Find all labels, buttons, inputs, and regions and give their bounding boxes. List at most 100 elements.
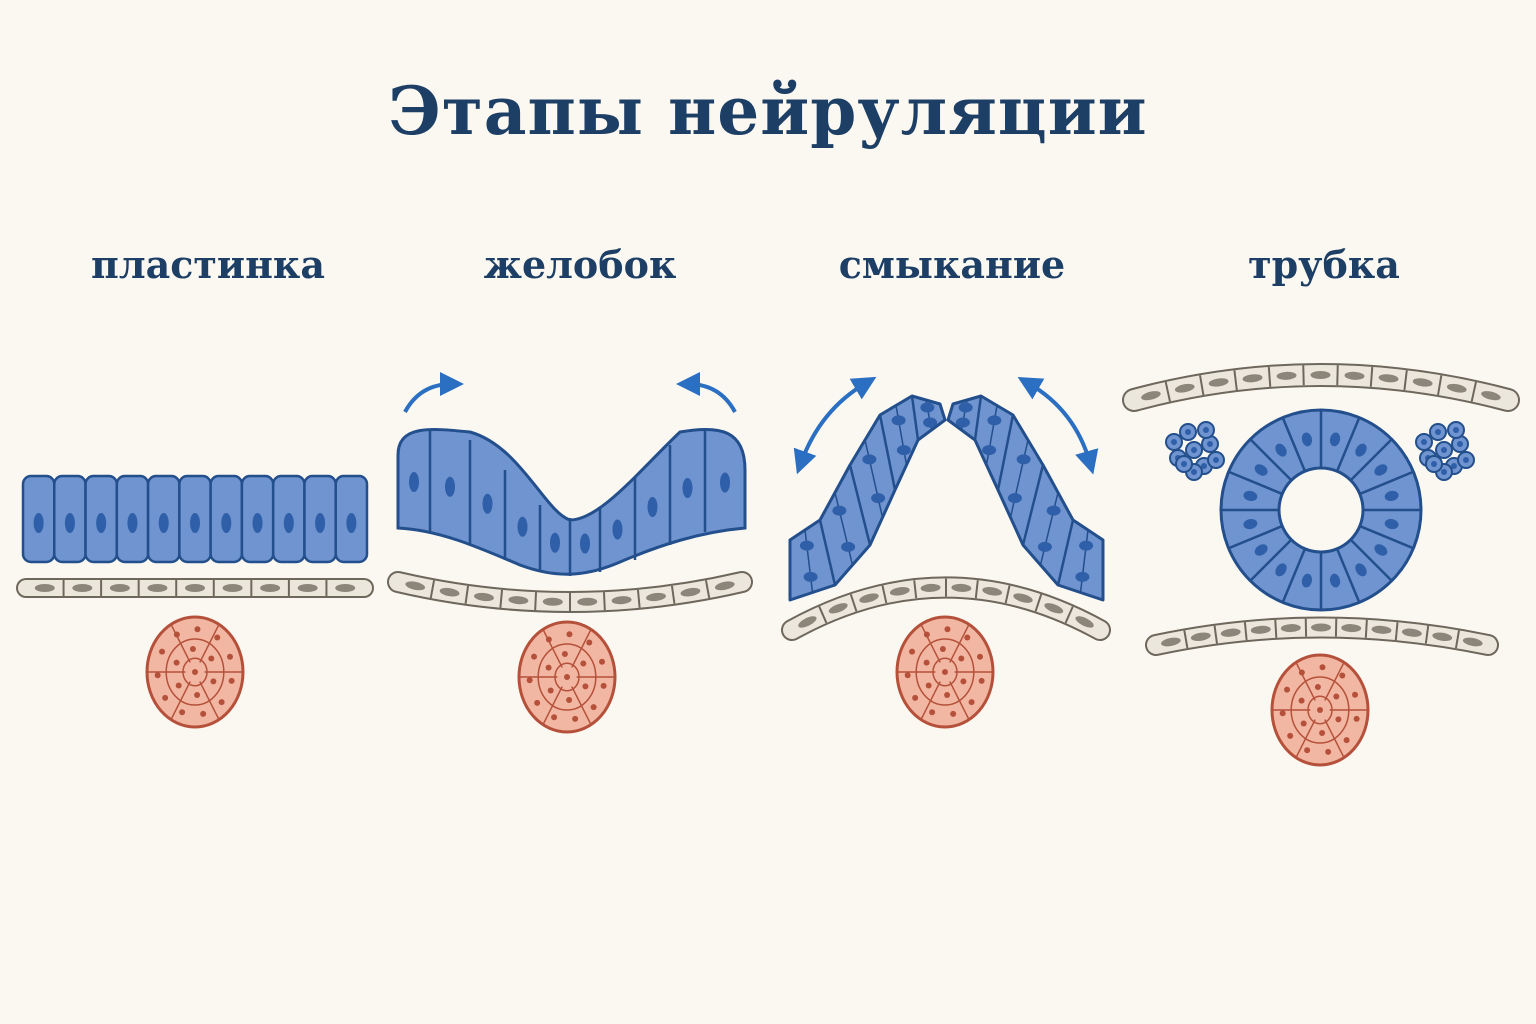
cell-nucleus bbox=[64, 513, 75, 533]
notochord-nucleus bbox=[526, 677, 533, 684]
cell-nucleus bbox=[221, 513, 232, 533]
ectoderm-nucleus bbox=[439, 587, 460, 597]
cell-nucleus bbox=[33, 513, 44, 533]
ectoderm-nucleus bbox=[185, 584, 205, 592]
notochord-nucleus bbox=[1319, 664, 1326, 671]
ectoderm-cell-wall bbox=[1470, 381, 1477, 402]
cell-nucleus bbox=[1075, 571, 1090, 582]
neural-cell-wall bbox=[1281, 417, 1307, 472]
ectoderm-nucleus bbox=[1341, 624, 1362, 633]
neural-crest-right bbox=[1415, 421, 1475, 481]
ectoderm-nucleus bbox=[1412, 378, 1433, 387]
crest-nucleus bbox=[1431, 461, 1437, 467]
ectoderm-nucleus bbox=[1280, 624, 1301, 633]
ectoderm-cell-wall bbox=[1064, 606, 1074, 624]
notochord-nucleus bbox=[925, 682, 932, 689]
notochord-nucleus bbox=[580, 660, 587, 667]
cell-nucleus bbox=[127, 513, 138, 533]
crest-nucleus bbox=[1213, 457, 1219, 463]
notochord-nucleus bbox=[1343, 737, 1350, 744]
ectoderm-cell-wall bbox=[636, 589, 641, 608]
cell-nucleus bbox=[1243, 490, 1258, 502]
ectoderm-cell-wall bbox=[818, 606, 828, 624]
cell-nucleus bbox=[871, 493, 886, 504]
notochord-nucleus bbox=[1317, 707, 1323, 713]
notochord-nucleus bbox=[545, 664, 552, 671]
cell-nucleus bbox=[958, 402, 973, 413]
ectoderm-cell-wall bbox=[1424, 625, 1430, 644]
ectoderm-cell-wall bbox=[1233, 370, 1238, 391]
stage-label-tube: трубка bbox=[1248, 242, 1400, 287]
ectoderm-cell-wall bbox=[464, 585, 470, 604]
ectoderm-cell-wall bbox=[849, 593, 858, 612]
cell-nucleus bbox=[1355, 563, 1367, 577]
ectoderm-nucleus bbox=[297, 584, 318, 592]
notochord-nucleus bbox=[1339, 672, 1346, 679]
ectoderm-nucleus bbox=[260, 584, 281, 592]
notochord-nucleus bbox=[904, 672, 911, 679]
neural-cell-wall bbox=[1228, 470, 1283, 496]
ectoderm-layer-bottom bbox=[1145, 616, 1499, 656]
notochord-nucleus bbox=[561, 651, 568, 658]
notochord-core bbox=[554, 662, 580, 692]
ectoderm-nucleus bbox=[1311, 623, 1331, 632]
notochord-nucleus bbox=[978, 677, 985, 684]
notochord-nucleus bbox=[939, 646, 946, 653]
notochord-nucleus bbox=[572, 715, 579, 722]
neural-cell-wall bbox=[1281, 548, 1307, 603]
ectoderm-cell-wall bbox=[704, 580, 711, 599]
neural-cell-wall bbox=[1056, 519, 1075, 586]
notochord-inner-ring bbox=[537, 643, 597, 711]
notochord-nucleus bbox=[175, 682, 182, 689]
ectoderm-cell-wall bbox=[1183, 630, 1189, 649]
notochord-nucleus bbox=[192, 669, 198, 675]
ectoderm-cell-wall bbox=[1454, 630, 1460, 649]
cell-nucleus bbox=[550, 532, 560, 553]
ectoderm-cell-wall bbox=[602, 592, 606, 611]
ectoderm-cell-wall bbox=[1213, 625, 1218, 644]
cell-nucleus bbox=[252, 513, 263, 533]
notochord-nucleus bbox=[1319, 729, 1326, 736]
cell-nucleus bbox=[190, 513, 200, 533]
ectoderm-nucleus bbox=[72, 584, 93, 592]
notochord-nucleus bbox=[194, 626, 201, 633]
ectoderm-nucleus bbox=[577, 597, 598, 606]
notochord-nucleus bbox=[210, 678, 217, 685]
closure-arrow-left bbox=[793, 376, 877, 475]
diagram-title: Этапы нейруляции bbox=[388, 72, 1148, 150]
notochord-inner-ring bbox=[915, 638, 975, 706]
neural-cell-divider bbox=[1079, 529, 1089, 593]
ectoderm-layer bbox=[16, 577, 374, 599]
ectoderm-nucleus bbox=[611, 596, 632, 605]
cell-nucleus bbox=[923, 417, 938, 428]
neural-cell-wall bbox=[973, 395, 983, 441]
cell-nucleus bbox=[862, 454, 877, 465]
ectoderm-nucleus bbox=[646, 592, 666, 602]
ectoderm-nucleus bbox=[109, 584, 130, 592]
crest-nucleus bbox=[1441, 469, 1447, 475]
fold-arrow-right bbox=[676, 372, 737, 413]
cell-nucleus bbox=[841, 541, 856, 552]
notochord-nucleus bbox=[929, 709, 936, 716]
ectoderm-cell-wall bbox=[1243, 622, 1248, 641]
ectoderm-nucleus bbox=[1432, 632, 1453, 641]
neural-cell-wall bbox=[1335, 548, 1361, 603]
neural-cell-wall bbox=[1349, 438, 1393, 482]
notochord-nucleus bbox=[154, 672, 161, 679]
notochord-nucleus bbox=[1314, 684, 1321, 691]
cell-nucleus bbox=[1037, 541, 1052, 552]
cell-nucleus bbox=[346, 513, 357, 533]
notochord-nucleus bbox=[912, 694, 919, 701]
notochord-nucleus bbox=[1284, 686, 1291, 693]
stage-closure bbox=[781, 376, 1111, 729]
neural-cell-divider bbox=[1039, 492, 1059, 566]
ectoderm-nucleus bbox=[1344, 371, 1365, 380]
ectoderm-nucleus bbox=[1161, 637, 1181, 647]
cell-nucleus bbox=[1384, 490, 1399, 502]
ectoderm-nucleus bbox=[542, 597, 563, 606]
notochord-inner-ring bbox=[165, 638, 225, 706]
ectoderm-nucleus bbox=[474, 592, 494, 602]
stage-label-closure: смыкание bbox=[838, 242, 1066, 287]
fold-arrow-left bbox=[403, 372, 464, 413]
ectoderm-cell-wall bbox=[1034, 593, 1043, 612]
